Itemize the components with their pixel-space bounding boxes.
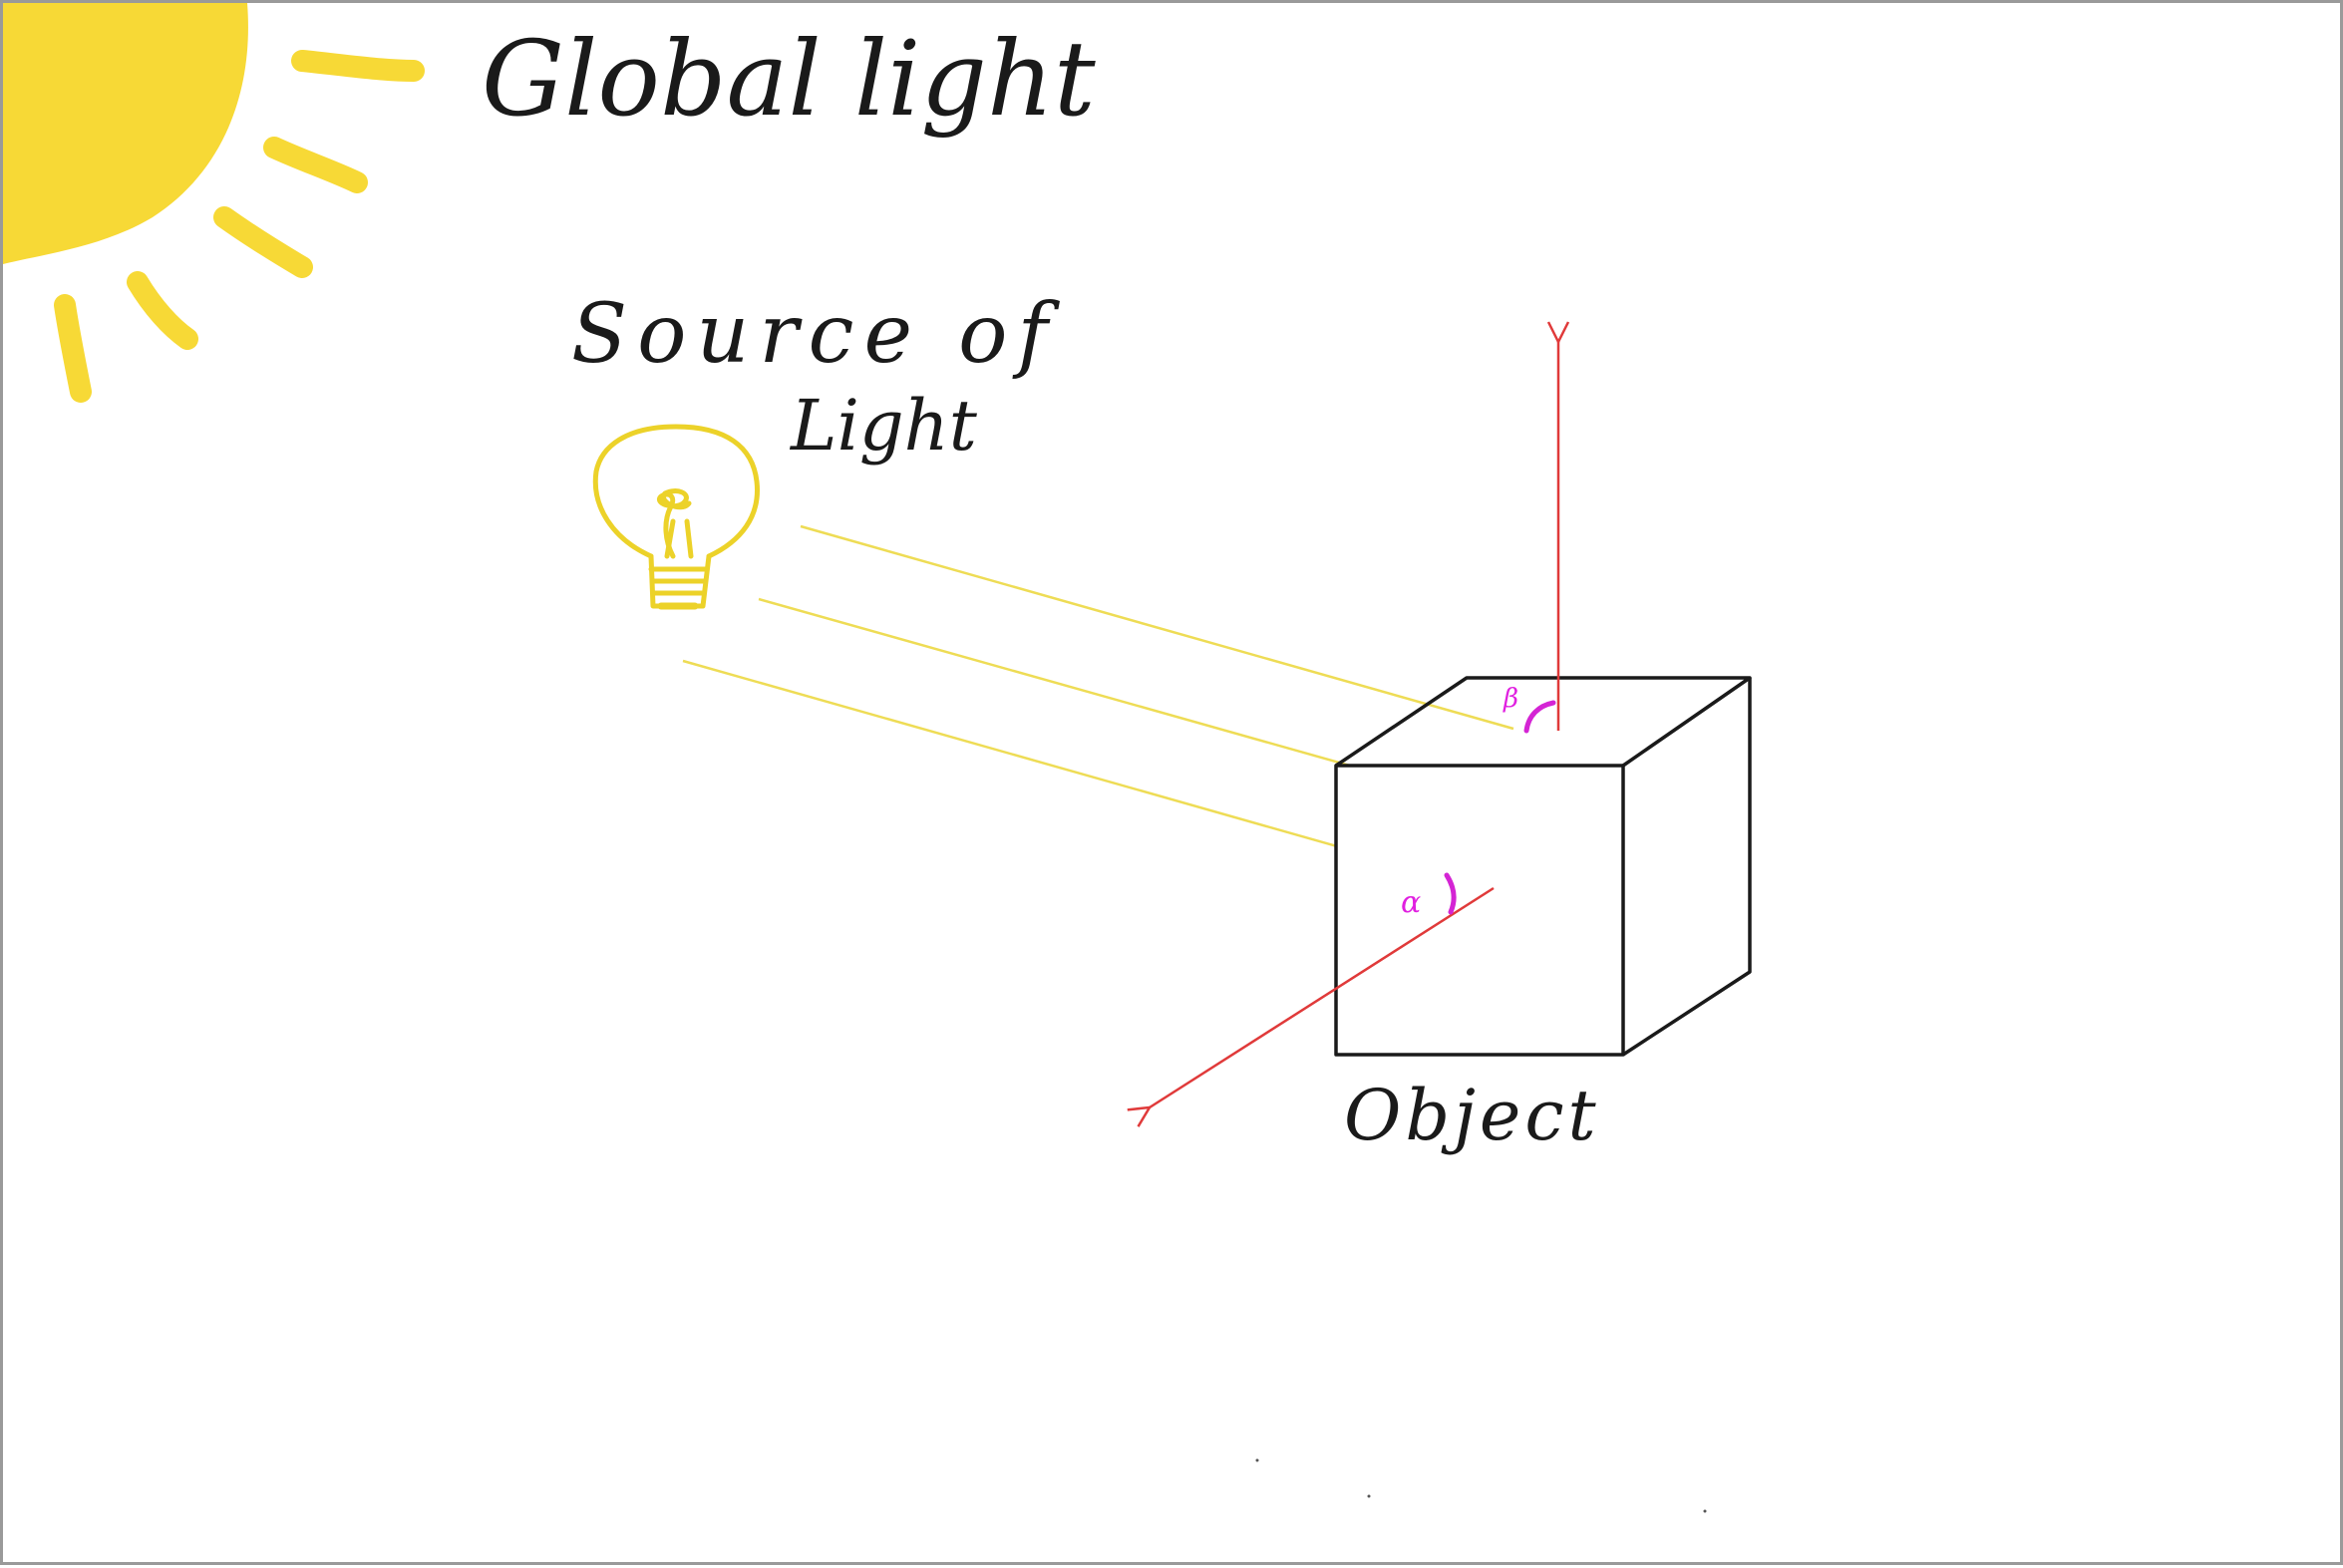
paper-specks bbox=[1255, 1458, 1707, 1513]
light-bulb-icon bbox=[592, 424, 761, 610]
light-ray-bottom bbox=[682, 659, 1465, 884]
cube-object bbox=[1334, 676, 1752, 1057]
reflected-vector-arrow bbox=[1150, 886, 1495, 1107]
beta-angle-arc bbox=[1523, 700, 1556, 734]
alpha-label: α bbox=[1401, 885, 1421, 920]
source-of-light-label-line1: Source of bbox=[571, 287, 1060, 382]
sun-icon bbox=[3, 3, 425, 403]
light-ray-top bbox=[800, 524, 1514, 731]
diagram-svg: Global light Source of Light β α Object bbox=[3, 3, 1752, 1513]
source-of-light-label-line2: Light bbox=[789, 385, 978, 467]
global-light-label: Global light bbox=[482, 18, 1096, 140]
alpha-angle-arc bbox=[1444, 872, 1457, 915]
beta-label: β bbox=[1503, 684, 1518, 714]
object-label: Object bbox=[1344, 1075, 1600, 1156]
